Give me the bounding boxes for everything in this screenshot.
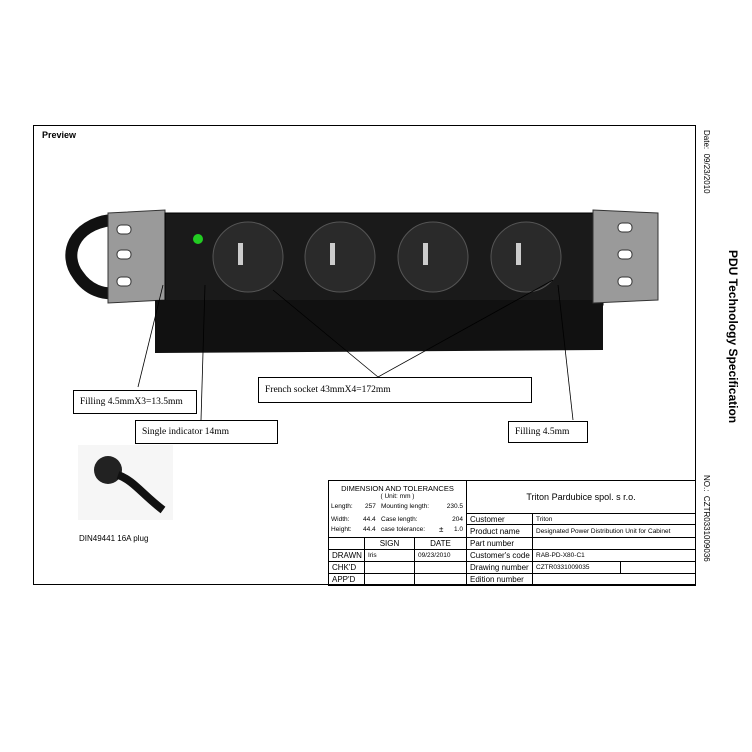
dimension-block: DIMENSION AND TOLERANCES ( Unit: mm ) Le…	[328, 480, 467, 538]
callout-filling-right: Filling 4.5mm	[508, 421, 588, 443]
callout-filling-left: Filling 4.5mmX3=13.5mm	[73, 390, 197, 414]
power-cord	[65, 214, 119, 300]
sockets	[212, 221, 562, 293]
callout-french-socket: French socket 43mmX4=172mm	[258, 377, 532, 403]
callout-indicator: Single indicator 14mm	[135, 420, 278, 444]
plug-caption: DIN49441 16A plug	[79, 534, 149, 543]
leader-lines	[137, 279, 574, 421]
document-title: PDU Technology Specification	[726, 250, 740, 424]
document-number: NO.: CZTR0331009036	[702, 475, 711, 562]
date-text: Date: 09/23/2010	[702, 130, 711, 194]
indicator-light	[193, 234, 203, 244]
left-bracket	[107, 209, 166, 304]
preview-label: Preview	[42, 130, 77, 140]
edition-label: Edition number	[466, 573, 533, 586]
pdu-illustration	[65, 209, 659, 520]
product-label: Product name	[466, 524, 533, 538]
approved-label: APP'D	[328, 573, 365, 586]
company-name: Triton Pardubice spol. s r.o.	[466, 480, 696, 514]
plug-image	[78, 445, 173, 520]
product-value: Designated Power Distribution Unit for C…	[532, 524, 696, 538]
